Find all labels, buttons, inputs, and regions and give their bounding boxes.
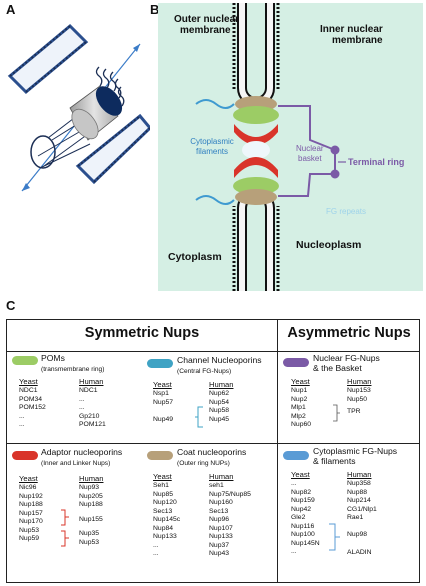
channel-color-pill (147, 359, 173, 368)
nucleoplasm-label: Nucleoplasm (296, 239, 361, 251)
cyto-color-pill (283, 451, 309, 460)
membrane-bilayer-bottom (75, 113, 150, 185)
panel-label-a: A (6, 2, 16, 17)
nuclear-envelope-lower (232, 189, 280, 291)
adaptor-bracket-icon (61, 509, 69, 547)
poms-yeast-header: Yeast (19, 377, 38, 386)
adaptor-yeast-header: Yeast (19, 474, 38, 483)
adaptor-title: Adaptor nucleoporins(Inner and Linker Nu… (41, 447, 123, 467)
cytoplasmic-filaments-label-2: filaments (196, 147, 228, 156)
outer-membrane-label-1: Outer nuclear (174, 14, 239, 25)
basket-cone (30, 111, 91, 169)
outer-membrane-label-2: membrane (180, 25, 231, 36)
table-header-divider (7, 351, 419, 352)
cytoplasm-label: Cytoplasm (168, 251, 222, 263)
cytoplasmic-filament-lines (195, 99, 235, 205)
poms-title: POMs(transmembrane ring) (41, 353, 105, 373)
nuclear-pore-cross-section: Outer nuclear membrane Inner nuclear mem… (158, 3, 423, 291)
symmetric-nups-header: Symmetric Nups (84, 325, 200, 341)
channel-yeast-header: Yeast (153, 380, 172, 389)
nup-classification-table: Symmetric Nups Asymmetric Nups POMs(tran… (6, 319, 420, 583)
adaptor-color-pill (12, 451, 38, 460)
panel-label-c: C (6, 298, 16, 313)
basket-title: Nuclear FG-Nups& the Basket (313, 353, 380, 373)
nuclear-basket (278, 105, 346, 197)
channel-bracket-icon (195, 406, 203, 428)
nuclear-envelope-upper (232, 3, 280, 107)
terminal-ring-label: Terminal ring (348, 157, 404, 167)
fg-repeats-label: FG repeats (326, 207, 366, 216)
membrane-bilayer-top (7, 23, 89, 95)
panel-label-b: B (150, 2, 160, 17)
basket-bracket-icon (333, 404, 340, 422)
basket-human-header: Human (347, 377, 372, 386)
poms-human-header: Human (79, 377, 104, 386)
cyto-title: Cytoplasmic FG-Nups& filaments (313, 446, 398, 466)
cytoplasmic-filaments (95, 66, 125, 107)
basket-yeast-header: Yeast (291, 377, 310, 386)
coat-human-header: Human (209, 472, 234, 481)
panel-b-background (158, 3, 423, 291)
nuclear-pore-side-view (7, 23, 150, 192)
coat-yeast-header: Yeast (153, 472, 172, 481)
npc-core-rings (233, 96, 279, 205)
poms-color-pill (12, 356, 38, 365)
adaptor-human-header: Human (79, 474, 104, 483)
coat-color-pill (147, 451, 173, 460)
coat-title: Coat nucleoporins(Outer ring NUPs) (177, 447, 247, 467)
channel-title: Channel Nucleoporins(Central FG-Nups) (177, 355, 262, 375)
cytoplasmic-filaments-label-1: Cytoplasmic (190, 137, 234, 146)
channel-human-header: Human (209, 380, 234, 389)
table-column-divider (277, 320, 278, 582)
cyto-human-header: Human (347, 470, 372, 479)
cyto-yeast-header: Yeast (291, 470, 310, 479)
nuclear-basket-label-1: Nuclear (296, 144, 324, 153)
pore-cylinder (69, 85, 123, 141)
cyto-bracket-icon (329, 523, 340, 551)
inner-membrane-label-1: Inner nuclear (320, 24, 383, 35)
basket-color-pill (283, 358, 309, 367)
asymmetric-nups-header: Asymmetric Nups (287, 325, 411, 341)
table-row-divider (7, 443, 419, 444)
inner-membrane-label-2: membrane (332, 35, 383, 46)
nuclear-basket-label-2: basket (298, 154, 322, 163)
